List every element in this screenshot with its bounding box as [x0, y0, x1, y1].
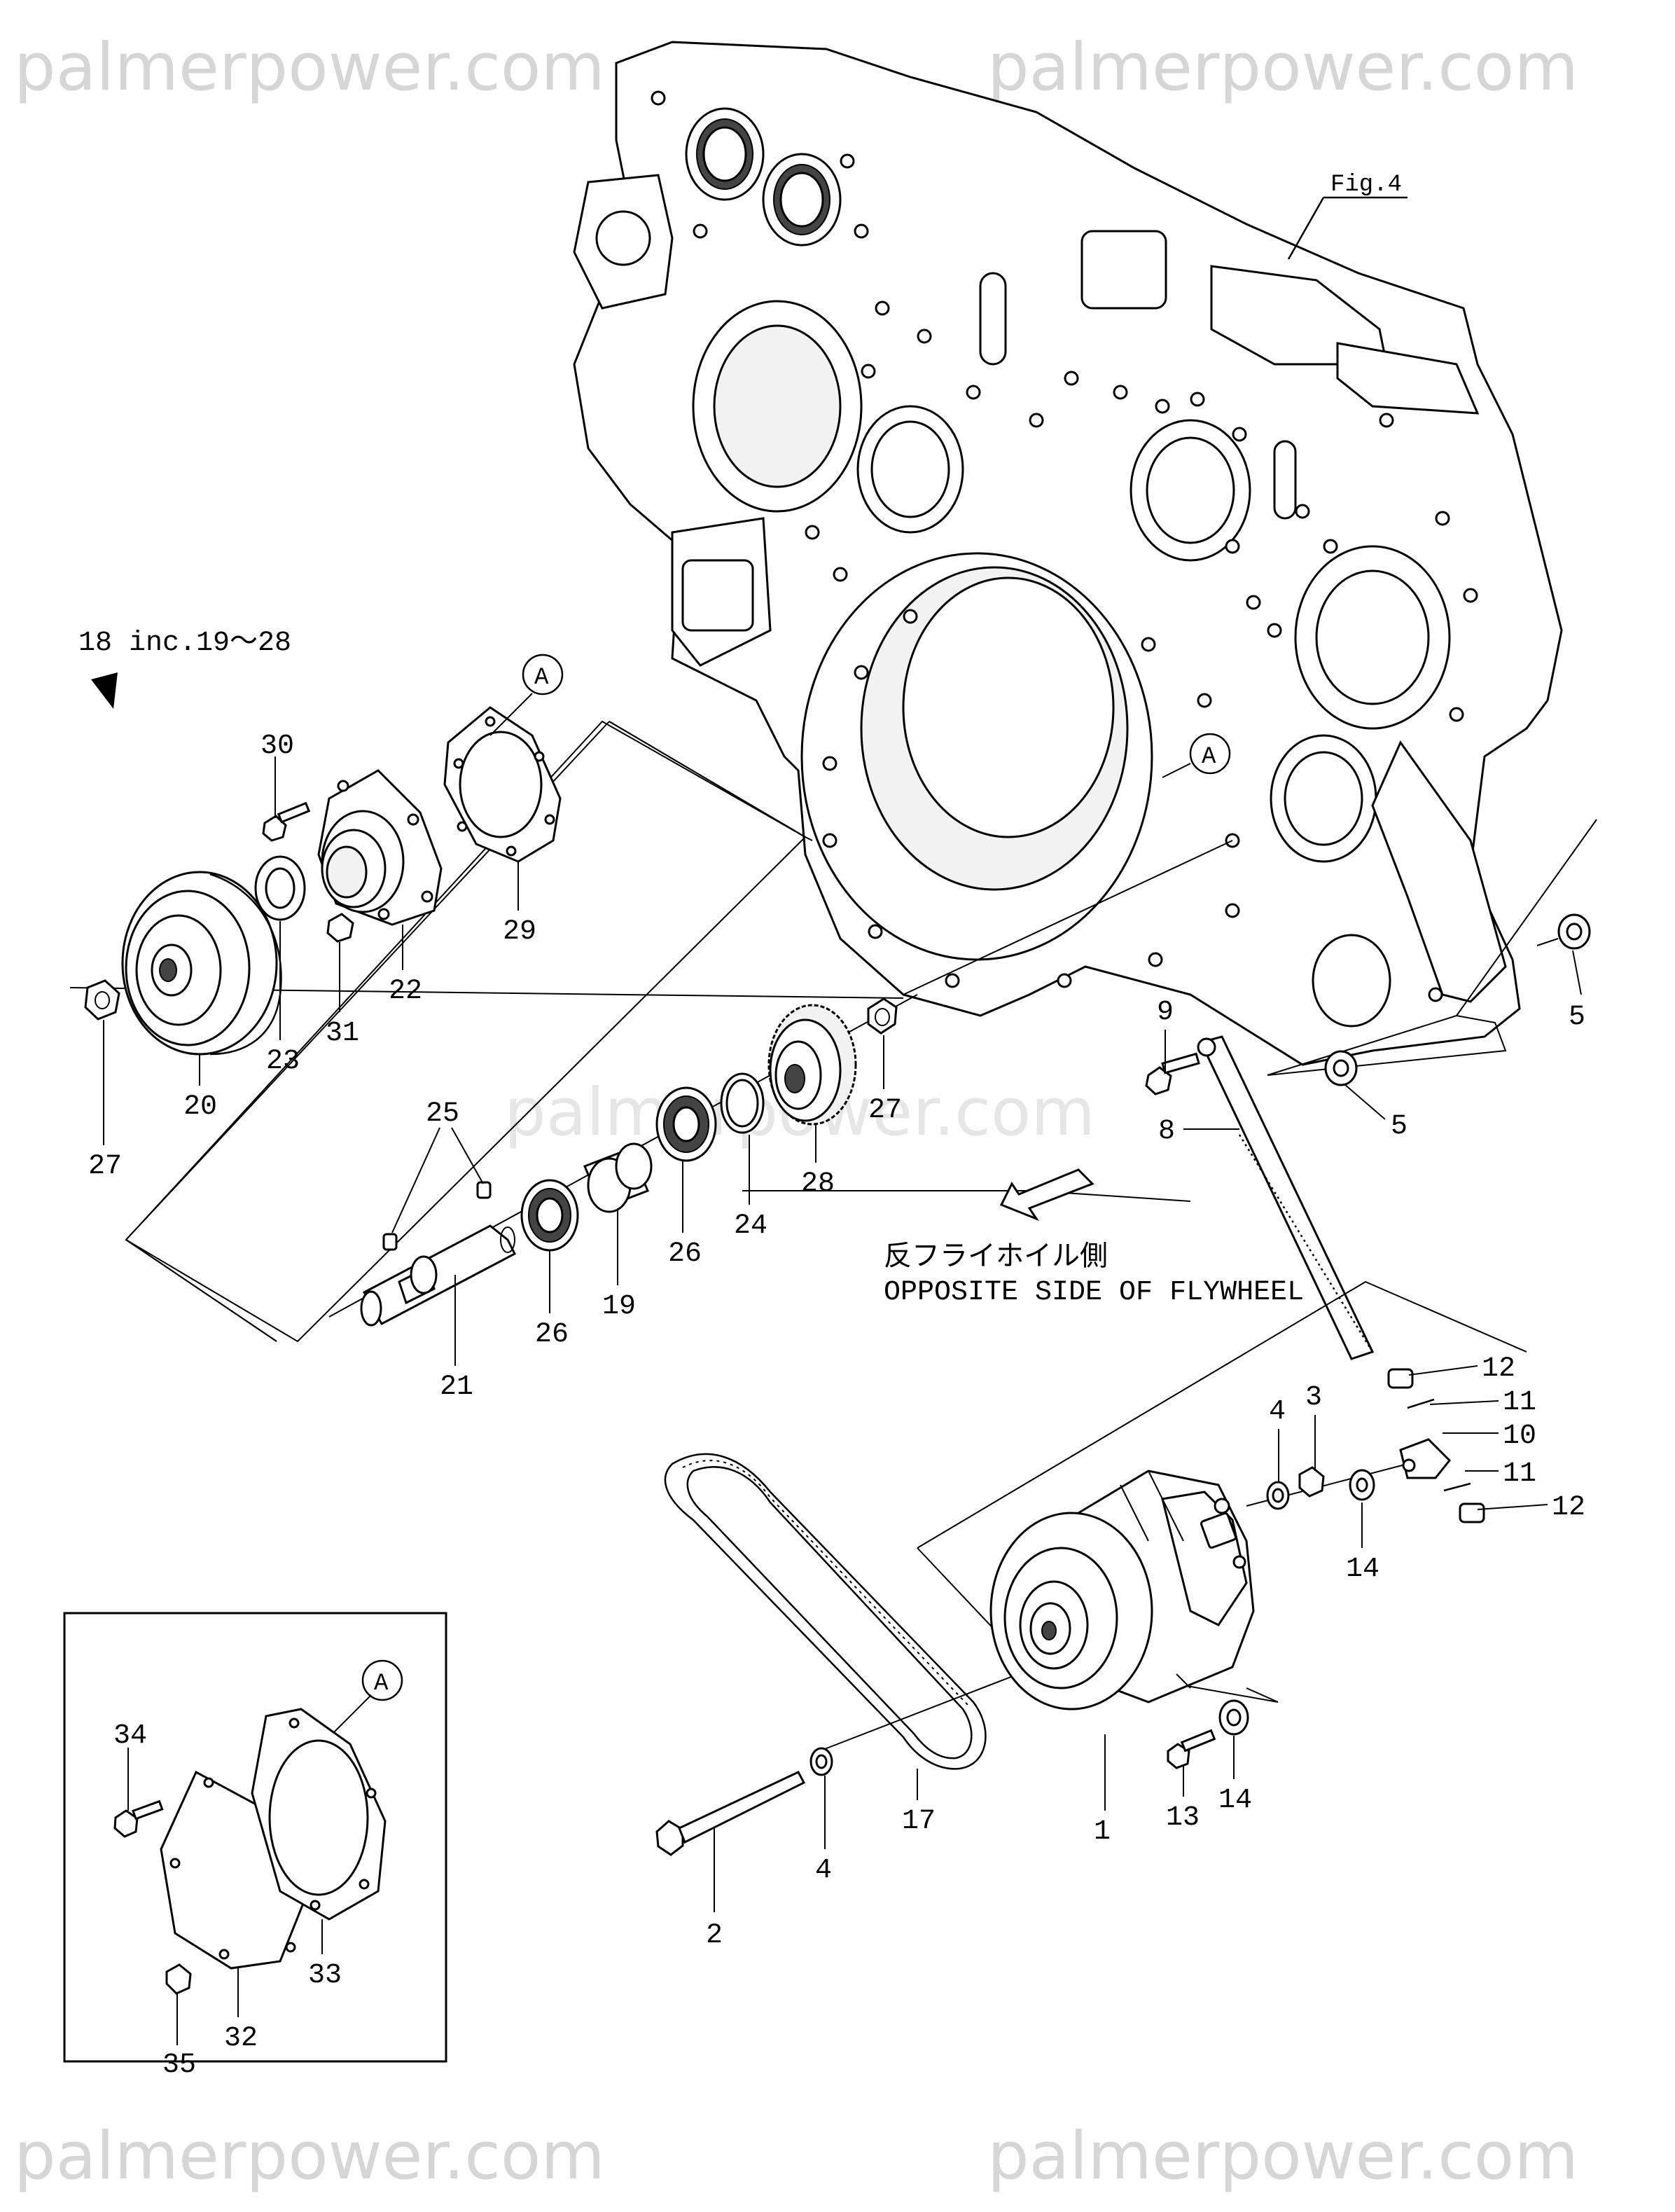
callout-34: 34	[113, 1720, 147, 1752]
bearing-26-left	[520, 1179, 579, 1252]
view-direction-arrow-icon	[999, 1168, 1094, 1222]
adjusting-bar-8	[903, 819, 1597, 1360]
shaft-21	[360, 1224, 516, 1327]
bushing-10	[1399, 1438, 1452, 1479]
callout-29: 29	[503, 916, 536, 948]
callout-22: 22	[389, 976, 422, 1007]
callout-35: 35	[162, 2049, 196, 2081]
callout-5-upper: 5	[1569, 1002, 1585, 1033]
callout-33: 33	[308, 1960, 342, 1991]
nut-27-left	[84, 979, 120, 1021]
alternator-1	[989, 1470, 1255, 1710]
watermarks: palmerpower.com palmerpower.com palmerpo…	[14, 29, 1578, 2194]
washer-14-lower	[1218, 1699, 1249, 1736]
gear-case-housing	[573, 41, 1563, 1066]
callout-28: 28	[801, 1168, 835, 1200]
callout-14-upper: 14	[1346, 1554, 1379, 1585]
bolt-2	[655, 1771, 806, 1856]
gear-28	[767, 1004, 857, 1126]
washer-4-upper	[1266, 1481, 1290, 1510]
washer-14-upper	[1349, 1469, 1375, 1501]
bearing-26-right	[655, 1086, 717, 1162]
callout-27-right: 27	[868, 1095, 902, 1126]
watermark-bottom-left: palmerpower.com	[14, 2118, 605, 2194]
washer-4-lower	[809, 1747, 833, 1776]
view-direction-note: 反フライホイル側 OPPOSITE SIDE OF FLYWHEEL	[884, 1168, 1304, 1308]
callout-26-left: 26	[535, 1319, 569, 1350]
callout-30: 30	[260, 731, 294, 762]
callout-8: 8	[1158, 1116, 1175, 1147]
collar-19	[583, 1142, 653, 1213]
watermark-top-right: palmerpower.com	[987, 29, 1578, 106]
callout-12-lower: 12	[1552, 1492, 1585, 1523]
callout-labels: 1 2 3 4 4 5 5 8 9 10 11 11 12 12 13 14 1…	[88, 731, 1585, 2081]
callout-19: 19	[602, 1291, 636, 1322]
cap-12-upper	[1387, 1368, 1414, 1389]
watermark-bottom-right: palmerpower.com	[987, 2118, 1578, 2194]
marker-a-housing-label: A	[1202, 744, 1216, 770]
callout-12-upper: 12	[1482, 1353, 1515, 1385]
key-25-a	[382, 1233, 398, 1251]
callout-2: 2	[706, 1920, 723, 1951]
shim-11-lower	[1443, 1482, 1471, 1492]
washer-5-lower	[1324, 1050, 1358, 1086]
shim-11-upper	[1407, 1398, 1435, 1409]
callout-11-lower: 11	[1503, 1458, 1536, 1490]
marker-a-top-label: A	[534, 665, 549, 691]
nut-31	[326, 913, 354, 943]
oil-seal-23	[254, 855, 306, 921]
callout-31: 31	[326, 1018, 359, 1049]
alternator-group	[655, 1280, 1527, 1856]
group-arrow-icon	[91, 672, 118, 709]
figure-ref-label: Fig.4	[1330, 172, 1402, 198]
view-note-japanese: 反フライホイル側	[884, 1241, 1108, 1274]
snap-ring-24	[720, 1072, 765, 1134]
callout-4-lower: 4	[815, 1855, 832, 1886]
callout-26-right: 26	[668, 1238, 702, 1270]
callout-24: 24	[734, 1210, 767, 1242]
cap-12-lower	[1459, 1502, 1485, 1523]
callout-17: 17	[902, 1806, 936, 1837]
callout-32: 32	[224, 2023, 258, 2054]
callout-1: 1	[1094, 1816, 1111, 1848]
leader-lines	[103, 756, 1582, 2045]
callout-9: 9	[1157, 997, 1174, 1028]
callout-5-lower: 5	[1391, 1111, 1408, 1142]
key-25-b	[476, 1181, 492, 1199]
bearing-housing-22	[317, 769, 443, 926]
callout-4-upper: 4	[1269, 1396, 1286, 1428]
callout-13: 13	[1166, 1802, 1200, 1834]
bolt-13	[1167, 1729, 1216, 1769]
group-label: 18 inc.19～28	[78, 628, 291, 659]
v-belt-17	[664, 1453, 987, 1770]
callout-23: 23	[266, 1046, 300, 1077]
view-note-english: OPPOSITE SIDE OF FLYWHEEL	[884, 1277, 1304, 1308]
washer-5-upper	[1536, 913, 1591, 950]
callout-10: 10	[1503, 1420, 1536, 1452]
nut-27-right	[867, 997, 898, 1035]
nut-3	[1298, 1466, 1325, 1498]
callout-21: 21	[440, 1371, 473, 1403]
callout-20: 20	[183, 1091, 217, 1123]
figure-reference: Fig.4	[1287, 172, 1408, 260]
housing-bolt-holes	[651, 90, 1478, 1002]
watermark-top-left: palmerpower.com	[14, 29, 605, 106]
callout-25: 25	[426, 1098, 459, 1130]
callout-11-upper: 11	[1503, 1387, 1536, 1418]
gasket-29	[443, 706, 562, 863]
reference-marker-a-top: A	[489, 654, 564, 736]
inset-cover-option: A	[63, 1612, 447, 2063]
reference-marker-a-housing: A	[1162, 733, 1231, 778]
callout-3: 3	[1305, 1382, 1322, 1413]
callout-27-left: 27	[88, 1151, 122, 1182]
marker-a-inset-label: A	[374, 1671, 389, 1697]
callout-14-lower: 14	[1218, 1785, 1252, 1816]
bolt-30	[262, 801, 311, 842]
